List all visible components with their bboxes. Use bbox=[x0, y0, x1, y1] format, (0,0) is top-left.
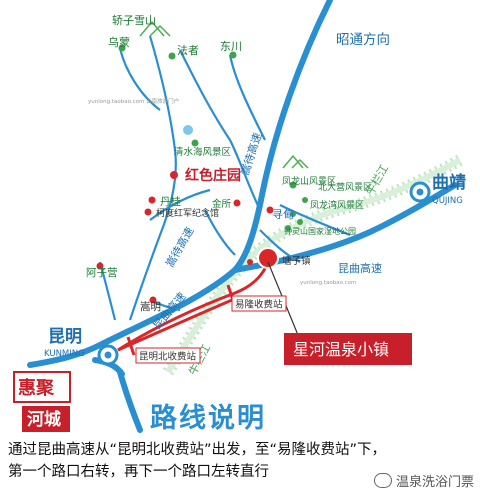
label-kunqu-1: 昆曲高速 bbox=[338, 261, 382, 275]
svg-text:惠聚: 惠聚 bbox=[18, 378, 55, 399]
label-tangzi-town: 塘子镇 bbox=[282, 255, 311, 267]
svg-text:星河温泉小镇: 星河温泉小镇 bbox=[293, 340, 389, 359]
yilong-toll-label: 易隆收费站 bbox=[231, 295, 287, 312]
label-kunming-en: KUNMING bbox=[44, 349, 85, 359]
mountain-icon bbox=[139, 20, 309, 169]
label-songming: 嵩明 bbox=[140, 301, 161, 313]
secondary-roads bbox=[98, 35, 351, 321]
hotspring-town-pin bbox=[257, 247, 279, 269]
label-qujing: 曲靖 bbox=[432, 173, 466, 193]
wechat-icon bbox=[373, 473, 392, 488]
route-description-line1: 通过昆曲高速从“昆明北收费站”出发，至“易隆收费站”下， bbox=[8, 442, 387, 458]
hotspring-town-callout: 星河温泉小镇 bbox=[284, 333, 412, 365]
label-faze: 法者 bbox=[177, 43, 199, 57]
label-qingshuihai: 清水海风景区 bbox=[174, 146, 232, 158]
kunming-north-toll-marker bbox=[126, 336, 136, 356]
scenic-dots bbox=[118, 44, 308, 231]
label-wumeng: 乌蒙 bbox=[108, 35, 130, 49]
label-songxun-2: 嵩待高速 bbox=[162, 224, 196, 269]
seal-stamp: 惠聚 河城 bbox=[13, 371, 71, 432]
label-jiaozi-snow-mountain: 轿子雪山 bbox=[112, 13, 156, 27]
label-dangui: 丹桂 bbox=[160, 195, 181, 208]
route-title: 路线说明 bbox=[150, 403, 266, 434]
label-zhongxingshan: 钟灵山国家湿地公园 bbox=[284, 226, 356, 236]
lake-icon bbox=[183, 125, 193, 135]
route-description-line2: 第一个路口右转，再下一个路口左转直行 bbox=[8, 464, 269, 480]
label-qujing-en: QUJING bbox=[432, 196, 463, 206]
niulan-river-inner bbox=[165, 157, 462, 374]
label-beidaying: 北大营风景区 bbox=[318, 181, 372, 193]
label-red-manor: 红色庄园 bbox=[185, 167, 241, 184]
label-fenglongwan: 凤龙湾风景区 bbox=[310, 199, 364, 211]
label-dongchuan: 东川 bbox=[220, 40, 242, 53]
highlighted-route-2 bbox=[117, 298, 233, 352]
wechat-account-watermark: 温泉洗浴门票 bbox=[373, 471, 474, 490]
label-kedu-memorial: 柯度红军纪念馆 bbox=[156, 207, 219, 219]
label-kunming: 昆明 bbox=[48, 327, 82, 347]
svg-text:易隆收费站: 易隆收费站 bbox=[235, 299, 283, 311]
label-zhaotong-direction: 昭通方向 bbox=[336, 32, 390, 48]
label-xundian: 寻甸 bbox=[272, 208, 294, 221]
label-azige: 阿子营 bbox=[86, 266, 118, 279]
map-watermark-2: yunlong.taobao.com bbox=[300, 280, 356, 286]
label-jinsuo: 金所 bbox=[212, 198, 232, 210]
map-watermark-1: yunlong.taobao.com 云南旅游门户 bbox=[88, 97, 179, 105]
label-fenglongshan: 凤龙山风景区 bbox=[282, 175, 336, 187]
svg-text:昆明北收费站: 昆明北收费站 bbox=[139, 351, 197, 363]
kunming-north-toll-label: 昆明北收费站 bbox=[135, 347, 201, 364]
label-songxun-1: 嵩待高速 bbox=[238, 131, 265, 177]
main-roads bbox=[27, 0, 458, 433]
svg-text:河城: 河城 bbox=[27, 410, 61, 430]
highlighted-route bbox=[117, 261, 270, 352]
